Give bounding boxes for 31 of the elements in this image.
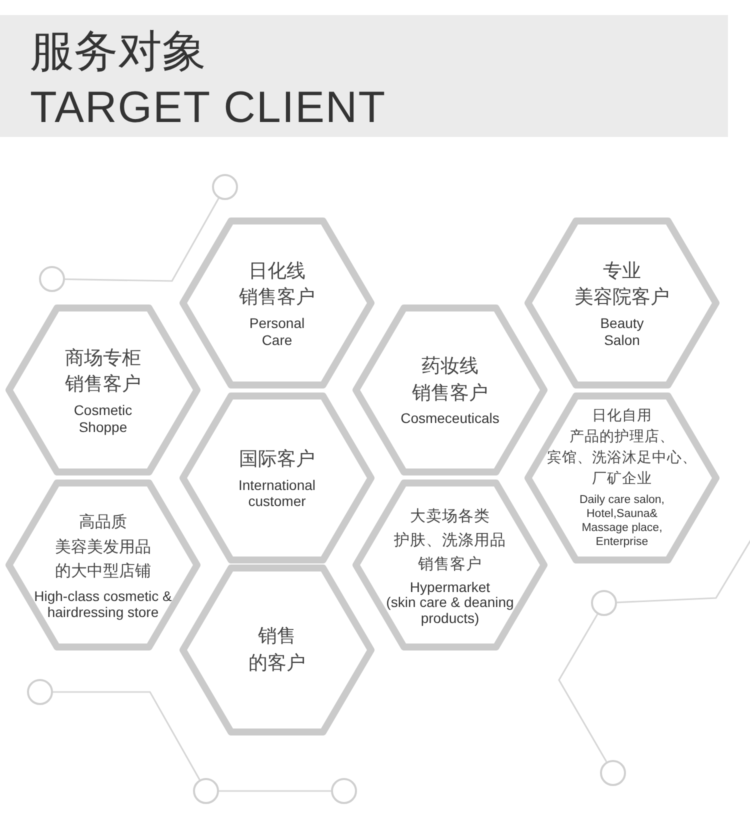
circle-node xyxy=(600,760,626,786)
connector-line xyxy=(53,691,200,780)
hexagon-subtitle: Beauty Salon xyxy=(600,314,644,348)
connector-line xyxy=(558,614,608,762)
hexagon-heading: 高品质美容美发用品的大中型店铺 xyxy=(55,510,151,582)
circle-node xyxy=(331,778,357,804)
hexagon-subtitle: Cosmetic Shoppe xyxy=(74,402,132,436)
title: 服务对象 xyxy=(30,25,206,79)
connector-line xyxy=(616,538,750,604)
hexagon-subtitle: Personal Care xyxy=(249,314,305,348)
circle-node xyxy=(27,679,53,705)
hexagon-heading: 大卖场各类护肤、洗涤用品销售客户 xyxy=(394,506,506,575)
hexagon-heading: 日化线销售客户 xyxy=(239,258,315,310)
hexagon-subtitle: Hypermarket (skin care & deaning products) xyxy=(386,580,514,626)
circle-node xyxy=(591,590,617,616)
hexagon-heading: 专业美容院客户 xyxy=(574,258,670,310)
circle-node xyxy=(193,778,219,804)
circle-node xyxy=(39,266,65,292)
connector-line xyxy=(64,198,220,282)
hexagon-heading: 商场专柜销售客户 xyxy=(65,346,141,398)
hexagon-subtitle: High-class cosmetic & hairdressing store xyxy=(34,588,172,620)
hexagon-heading: 日化自用产品的护理店、宾馆、洗浴沐足中心、厂矿企业 xyxy=(547,407,697,490)
hexagon-heading: 药妆线销售客户 xyxy=(412,354,488,406)
hexagon-heading: 销售的客户 xyxy=(248,624,306,676)
hexagon-subtitle: Daily care salon, Hotel,Sauna& Massage place, Enterprise xyxy=(579,494,664,550)
circle-node xyxy=(212,174,238,200)
hexagon-heading: 国际客户 xyxy=(239,446,315,472)
subtitle: TARGET CLIENT xyxy=(30,82,386,134)
hexagon-subtitle: International customer xyxy=(238,476,316,510)
connector-line xyxy=(219,790,331,792)
hexagon-subtitle: Cosmeceuticals xyxy=(400,410,500,427)
